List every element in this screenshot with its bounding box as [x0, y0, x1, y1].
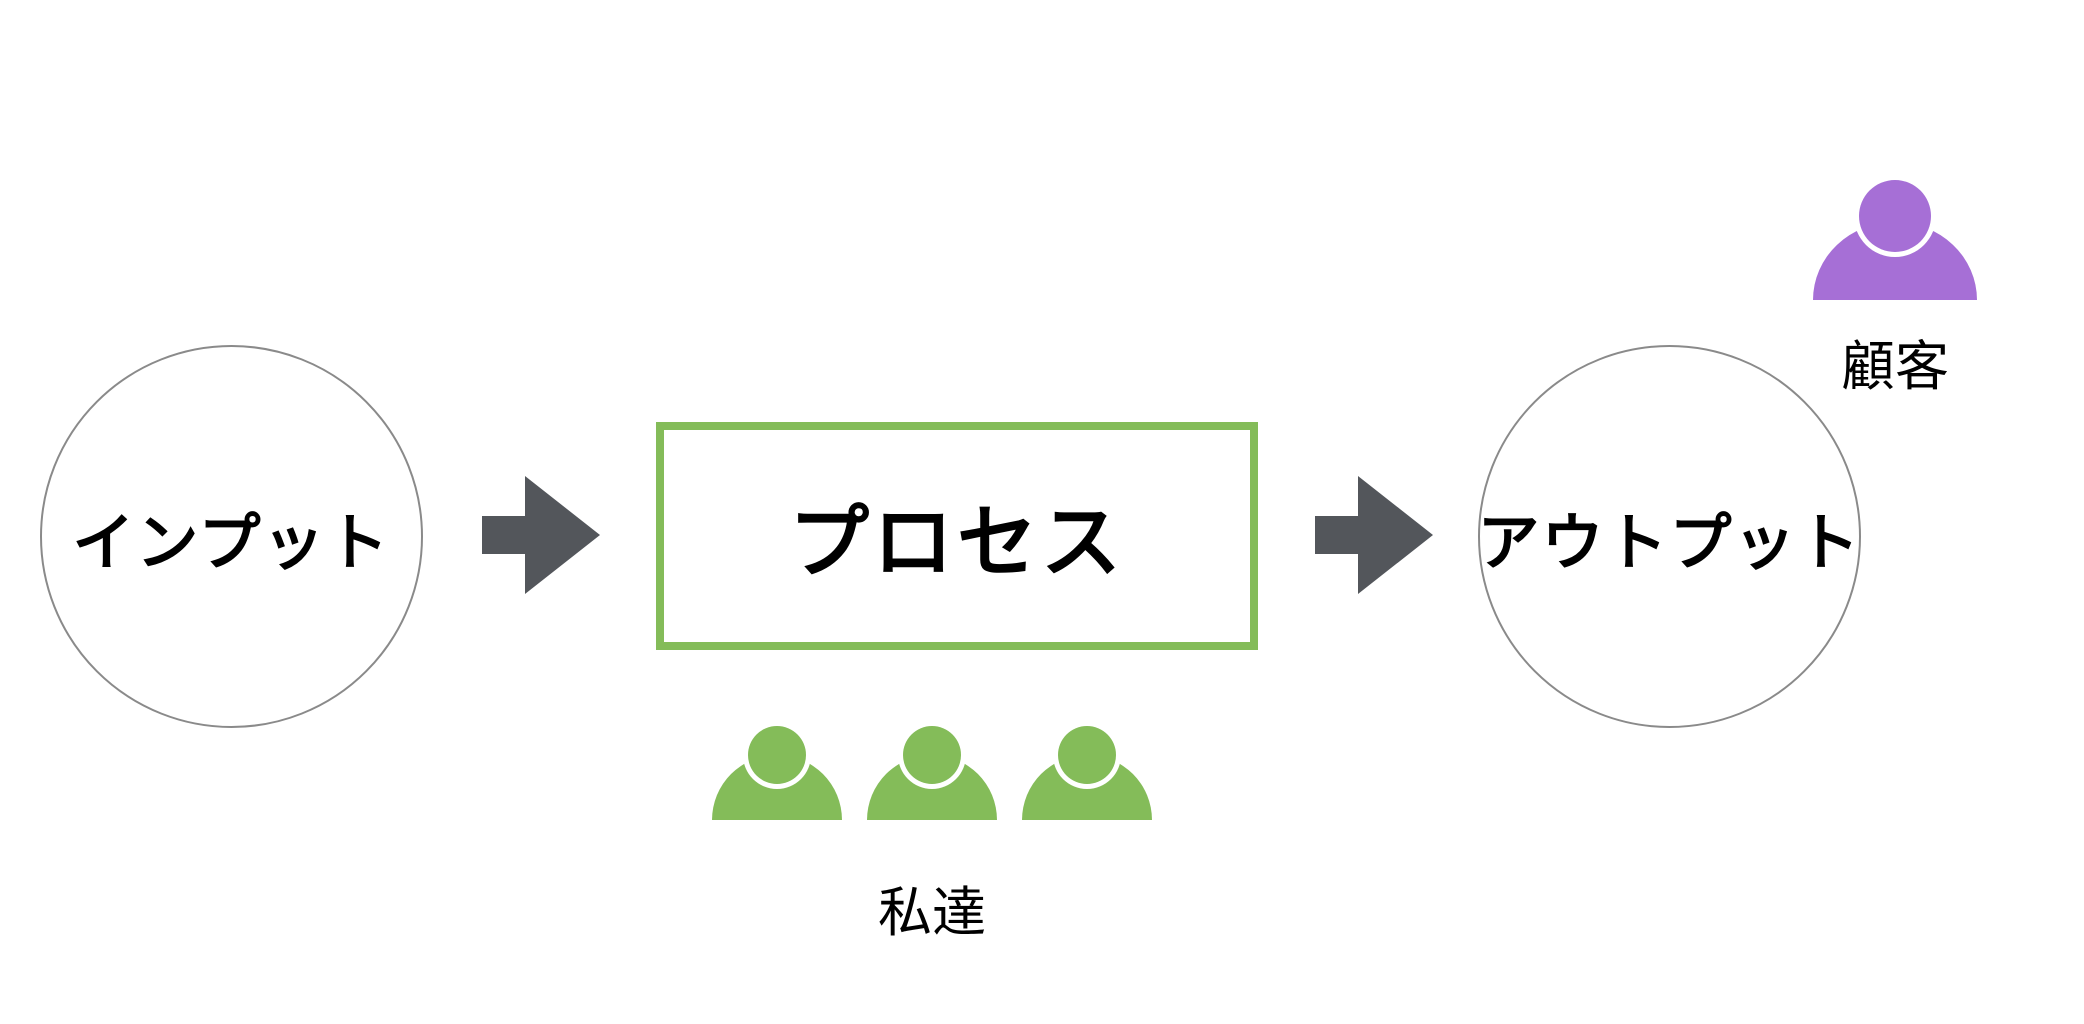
arrow-right-icon	[1315, 476, 1433, 594]
team-person-icon	[867, 724, 997, 820]
output-label: アウトプット	[1477, 505, 1862, 579]
output-circle: アウトプット	[1478, 345, 1861, 728]
team-label: 私達	[878, 881, 986, 944]
input-circle: インプット	[40, 345, 423, 728]
process-box: プロセス	[656, 422, 1258, 650]
team-person-icon	[1022, 724, 1152, 820]
team-person-icon	[712, 724, 842, 820]
customer-person-icon	[1813, 176, 1977, 300]
input-label: インプット	[72, 505, 391, 579]
process-label: プロセス	[789, 496, 1125, 589]
arrow-right-icon	[482, 476, 600, 594]
customer-label: 顧客	[1841, 335, 1949, 398]
